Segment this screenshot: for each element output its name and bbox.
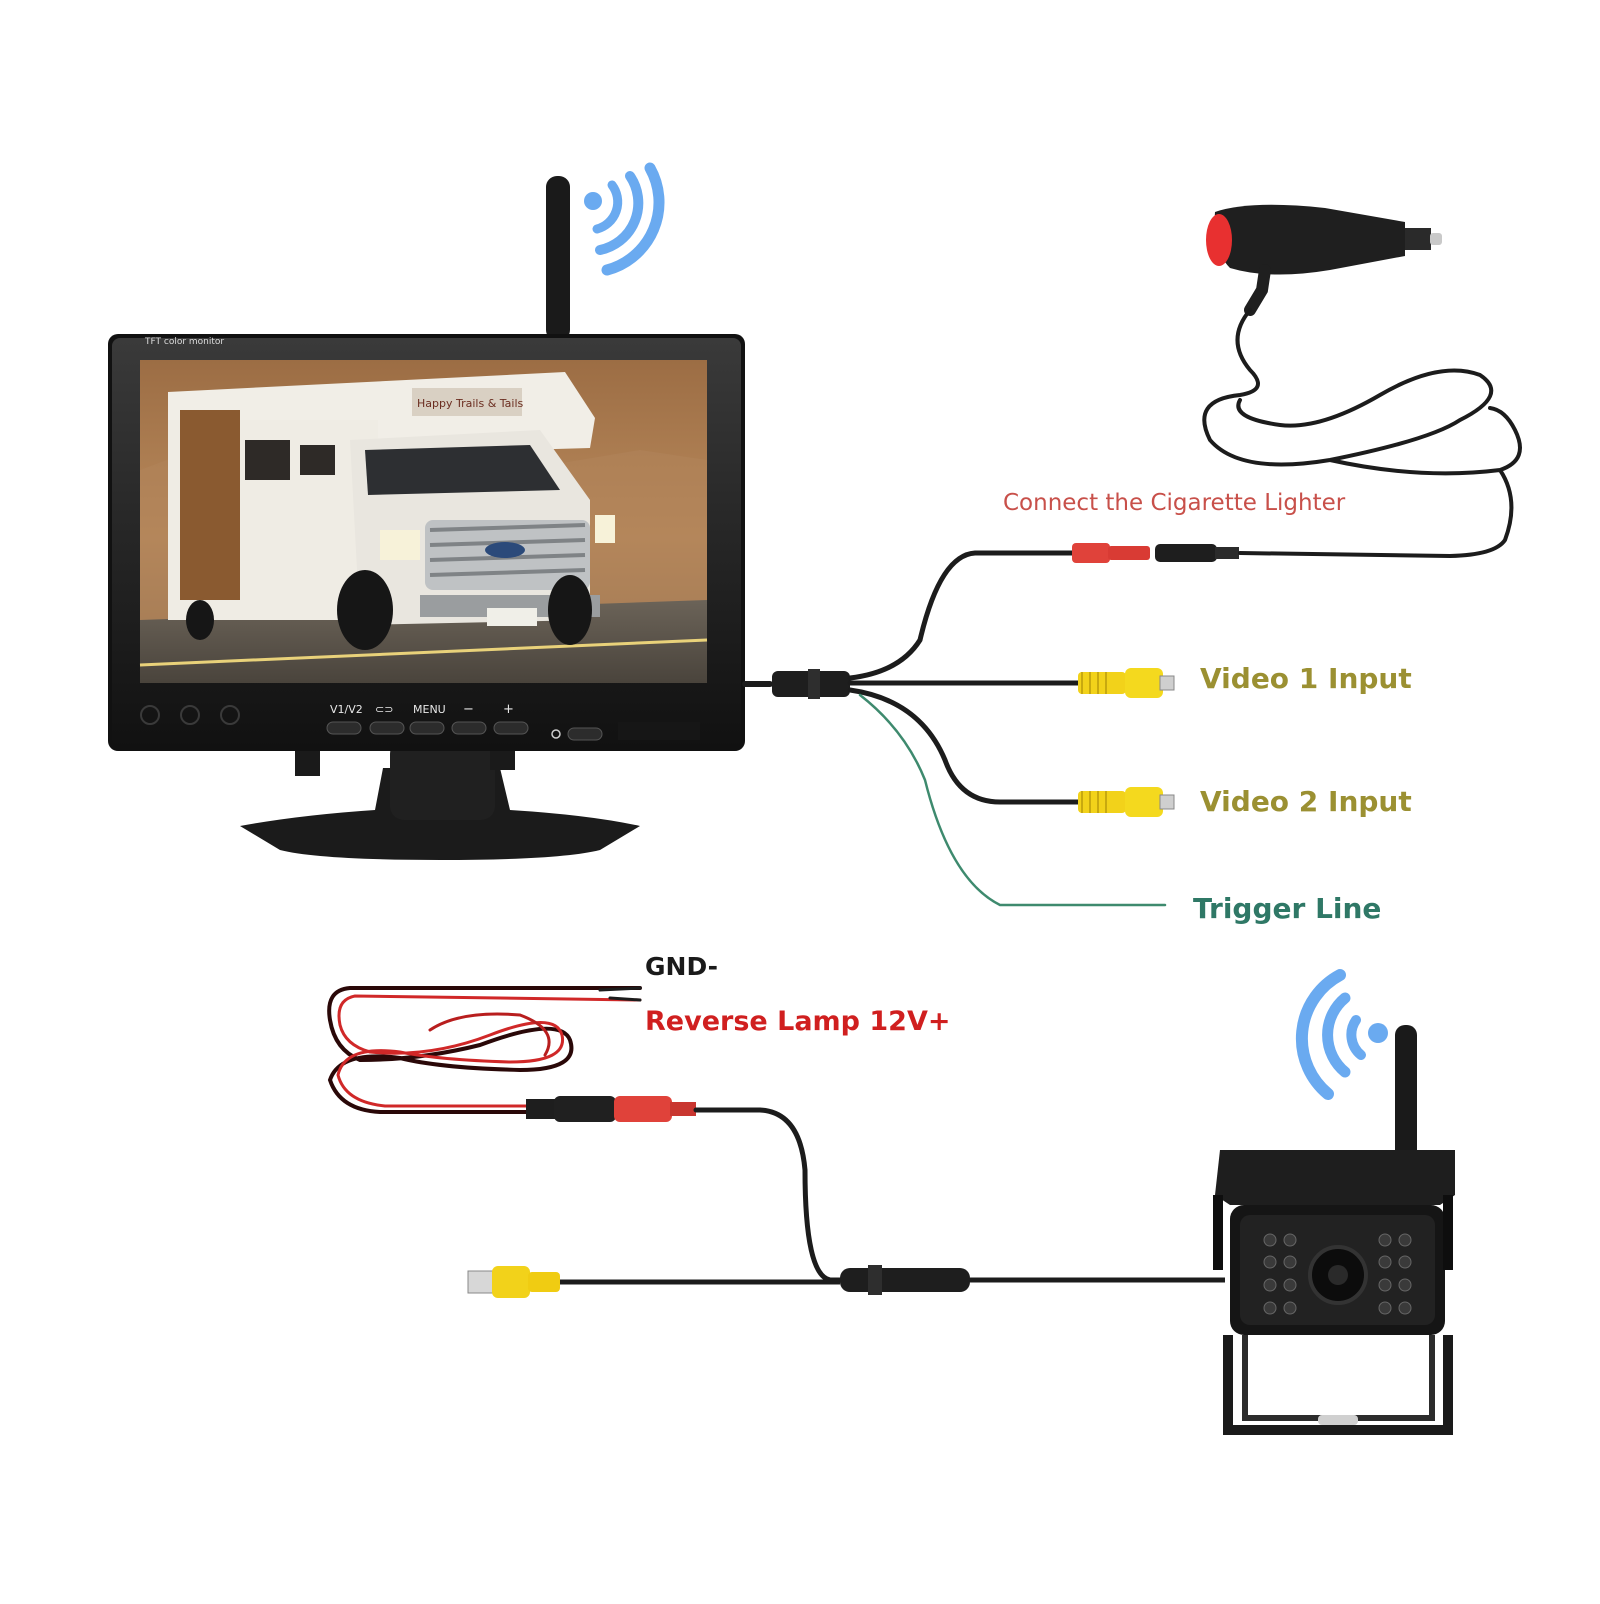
label-reverse-lamp: Reverse Lamp 12V+ xyxy=(645,1006,951,1037)
menu-button[interactable] xyxy=(409,721,445,735)
antenna-icon xyxy=(1395,1025,1417,1185)
antenna-icon xyxy=(546,176,570,341)
power-button[interactable] xyxy=(567,727,603,741)
power-jack xyxy=(1072,543,1239,563)
monitor-cable-harness xyxy=(742,550,1167,907)
label-video1-input: Video 1 Input xyxy=(1200,662,1412,695)
reverse-lamp-jack xyxy=(526,1096,696,1122)
plus-button[interactable] xyxy=(493,721,529,735)
monitor-buttons: V1/V2 ⊂⊃ MENU − + xyxy=(140,702,700,741)
reverse-lamp-wires xyxy=(327,986,642,1114)
button-label-rotate: ⊂⊃ xyxy=(375,703,393,716)
label-video2-input: Video 2 Input xyxy=(1200,785,1412,818)
wifi-signal-icon xyxy=(1295,969,1388,1100)
minus-button[interactable] xyxy=(451,721,487,735)
cigarette-lighter-plug-icon xyxy=(1206,204,1442,316)
button-label-plus: + xyxy=(503,702,514,717)
power-icon xyxy=(551,729,561,739)
rca-connector-icon xyxy=(467,1266,560,1298)
monitor-screen: Happy Trails & Tails xyxy=(139,360,708,683)
cable-splitter xyxy=(840,1268,970,1292)
rotate-button[interactable] xyxy=(369,721,405,735)
rca-connector-icon xyxy=(1078,787,1175,817)
button-label-minus: − xyxy=(463,702,474,717)
rca-connector-icon xyxy=(1078,668,1175,698)
label-cigarette-lighter: Connect the Cigarette Lighter xyxy=(1003,490,1346,516)
wifi-signal-icon xyxy=(584,162,665,276)
power-cable xyxy=(1202,308,1522,559)
motorhome-image: Happy Trails & Tails xyxy=(168,372,615,650)
screen-sign-text: Happy Trails & Tails xyxy=(417,397,524,410)
backup-camera-icon xyxy=(1213,1025,1455,1435)
button-label-menu: MENU xyxy=(413,703,446,716)
button-label-v1v2: V1/V2 xyxy=(330,703,363,716)
camera-cable xyxy=(693,1107,848,1283)
v1v2-button[interactable] xyxy=(326,721,362,735)
monitor-brand-text: TFT color monitor xyxy=(144,337,224,347)
monitor: TFT color monitor Happy Trails & Tails xyxy=(108,162,745,860)
label-gnd: GND- xyxy=(645,952,719,981)
label-trigger-line: Trigger Line xyxy=(1193,892,1382,925)
